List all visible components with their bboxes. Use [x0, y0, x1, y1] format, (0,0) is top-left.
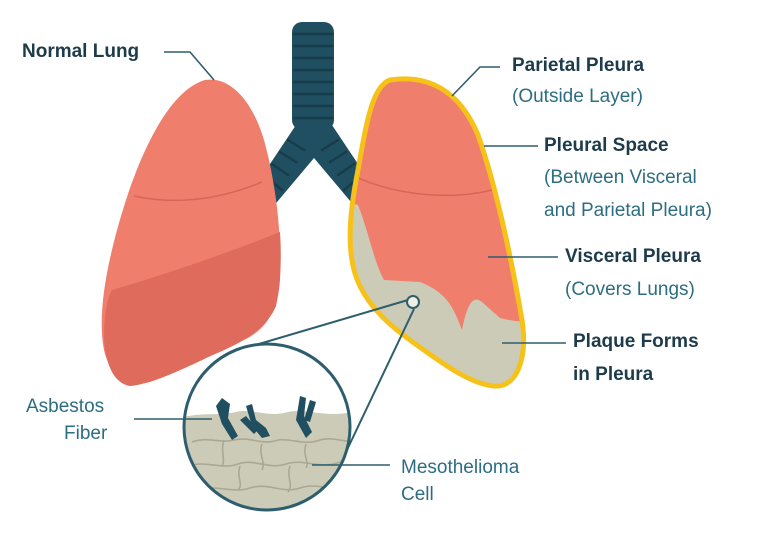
normal-lung: [101, 79, 281, 386]
visceral-pleura-label: Visceral Pleura: [565, 246, 701, 267]
asbestos-label-line-2: Fiber: [64, 423, 108, 444]
mesothelioma-label-line-2: Cell: [401, 484, 434, 505]
leader-lines: [134, 51, 566, 466]
parietal-pleura-label: Parietal Pleura: [512, 55, 645, 76]
parietal-pleura-outline: [347, 76, 527, 389]
pleural-space-label: Pleural Space: [544, 135, 669, 156]
pleural-space-note-line-2: and Parietal Pleura): [544, 200, 712, 221]
magnified-view: [182, 342, 352, 512]
visceral-pleura-note: (Covers Lungs): [565, 279, 695, 300]
parietal-pleura-note: (Outside Layer): [512, 86, 643, 107]
pleural-space-note-line-1: (Between Visceral: [544, 167, 697, 188]
mesothelioma-label-line-1: Mesothelioma: [401, 457, 520, 478]
asbestos-fibers: [216, 396, 316, 440]
plaque-label-line-2: in Pleura: [573, 364, 654, 385]
plaque-label-line-1: Plaque Forms: [573, 331, 699, 352]
sample-point: [406, 295, 420, 309]
asbestos-label-line-1: Asbestos: [26, 396, 105, 417]
affected-lung: [347, 76, 527, 389]
trachea: [266, 22, 362, 208]
normal-lung-label: Normal Lung: [22, 41, 140, 62]
